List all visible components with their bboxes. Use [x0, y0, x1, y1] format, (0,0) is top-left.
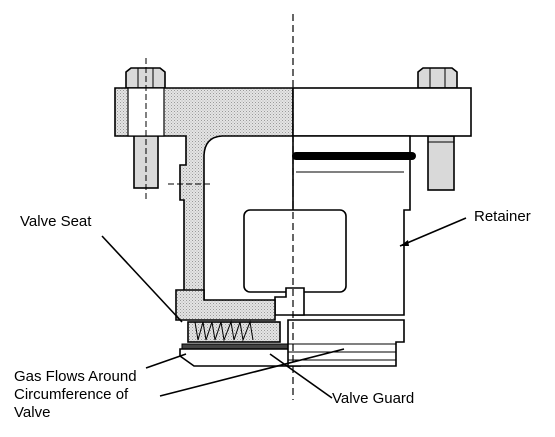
label-gas-flows-line1: Gas Flows Around — [14, 368, 137, 385]
flange-section-left — [114, 58, 294, 301]
leader-lines — [101, 217, 467, 399]
label-gas-flows-line2: Circumference of — [14, 386, 129, 403]
label-retainer: Retainer — [474, 208, 531, 225]
flange-exterior-right — [292, 87, 472, 137]
label-valve-seat: Valve Seat — [20, 213, 92, 230]
retainer-body — [243, 135, 416, 316]
label-valve-guard: Valve Guard — [332, 390, 415, 407]
label-gas-flows-line3: Valve — [14, 404, 51, 421]
valve-seat-and-guard — [175, 289, 405, 367]
